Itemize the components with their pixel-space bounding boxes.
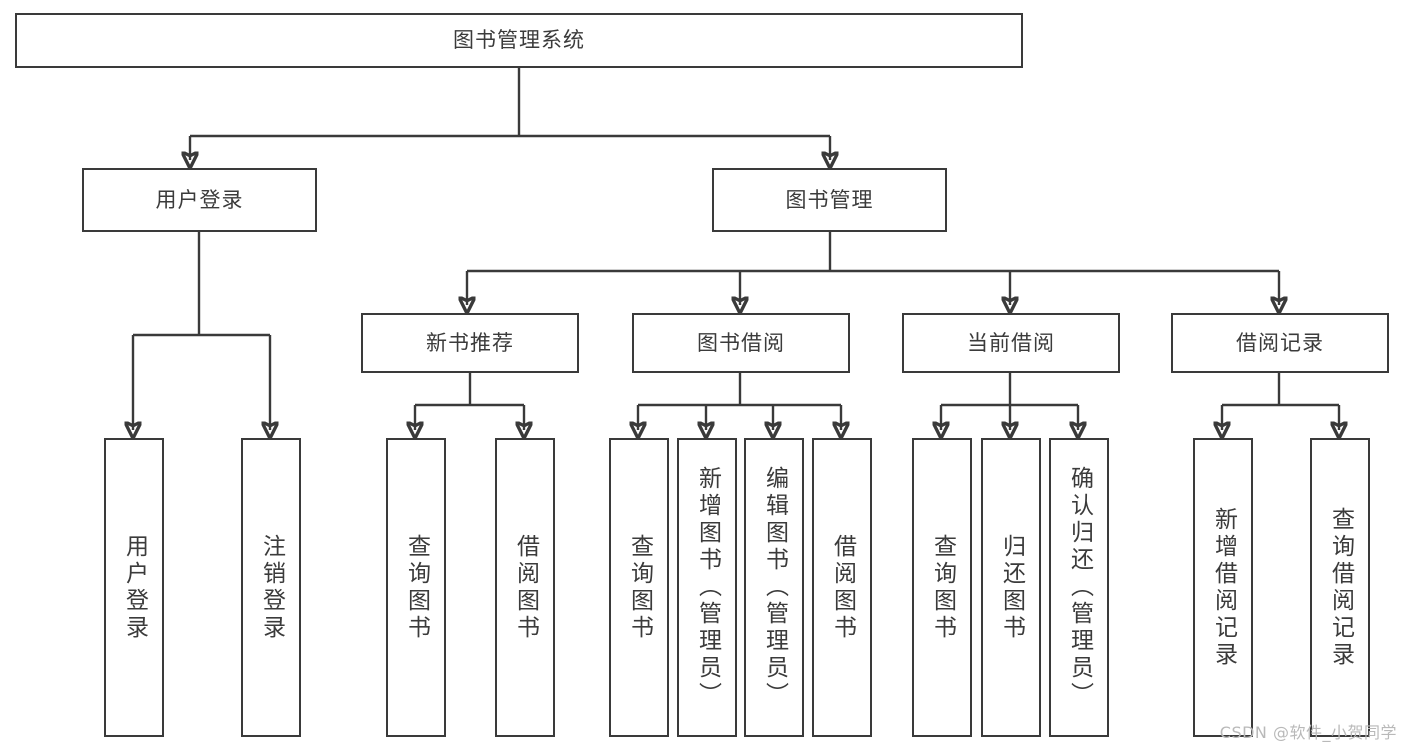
node-current-borrow[interactable]: 当前借阅 — [902, 313, 1120, 373]
node-label: 新增图书（管理员） — [694, 466, 721, 709]
node-label: 用户登录 — [121, 533, 148, 642]
leaf-current-borrow-query-book[interactable]: 查询图书 — [912, 438, 972, 737]
leaf-book-borrow-borrow-book[interactable]: 借阅图书 — [812, 438, 872, 737]
node-label: 编辑图书（管理员） — [761, 466, 788, 709]
leaf-current-borrow-confirm-return-admin[interactable]: 确认归还（管理员） — [1049, 438, 1109, 737]
node-label: 查询图书 — [403, 533, 430, 642]
node-label: 图书管理 — [785, 187, 874, 212]
leaf-new-book-borrow-book[interactable]: 借阅图书 — [495, 438, 555, 737]
leaf-book-borrow-query-book[interactable]: 查询图书 — [609, 438, 669, 737]
leaf-borrow-record-query-record[interactable]: 查询借阅记录 — [1310, 438, 1370, 737]
node-label: 查询图书 — [626, 533, 653, 642]
node-label: 图书借阅 — [697, 330, 785, 355]
node-user-login[interactable]: 用户登录 — [82, 168, 317, 232]
node-label: 查询图书 — [929, 533, 956, 642]
node-label: 归还图书 — [998, 533, 1025, 642]
node-label: 借阅图书 — [829, 533, 856, 642]
node-label: 借阅图书 — [512, 533, 539, 642]
node-label: 图书管理系统 — [453, 28, 585, 53]
node-label: 借阅记录 — [1236, 330, 1324, 355]
leaf-current-borrow-return-book[interactable]: 归还图书 — [981, 438, 1041, 737]
node-label: 确认归还（管理员） — [1066, 466, 1093, 709]
csdn-watermark: CSDN @软件_小贺同学 — [1219, 723, 1397, 742]
node-label: 当前借阅 — [967, 330, 1055, 355]
leaf-new-book-query-book[interactable]: 查询图书 — [386, 438, 446, 737]
node-book-borrow[interactable]: 图书借阅 — [632, 313, 850, 373]
node-new-book-recommend[interactable]: 新书推荐 — [361, 313, 579, 373]
node-label: 用户登录 — [155, 187, 244, 212]
node-label: 新书推荐 — [426, 330, 514, 355]
node-book-management[interactable]: 图书管理 — [712, 168, 947, 232]
leaf-user-login-logout[interactable]: 注销登录 — [241, 438, 301, 737]
leaf-user-login-login[interactable]: 用户登录 — [104, 438, 164, 737]
leaf-book-borrow-edit-book-admin[interactable]: 编辑图书（管理员） — [744, 438, 804, 737]
node-root-book-management-system[interactable]: 图书管理系统 — [15, 13, 1023, 68]
leaf-borrow-record-add-record[interactable]: 新增借阅记录 — [1193, 438, 1253, 737]
node-borrow-record[interactable]: 借阅记录 — [1171, 313, 1389, 373]
node-label: 查询借阅记录 — [1327, 506, 1354, 669]
node-label: 新增借阅记录 — [1210, 506, 1237, 669]
leaf-book-borrow-add-book-admin[interactable]: 新增图书（管理员） — [677, 438, 737, 737]
node-label: 注销登录 — [258, 533, 285, 642]
